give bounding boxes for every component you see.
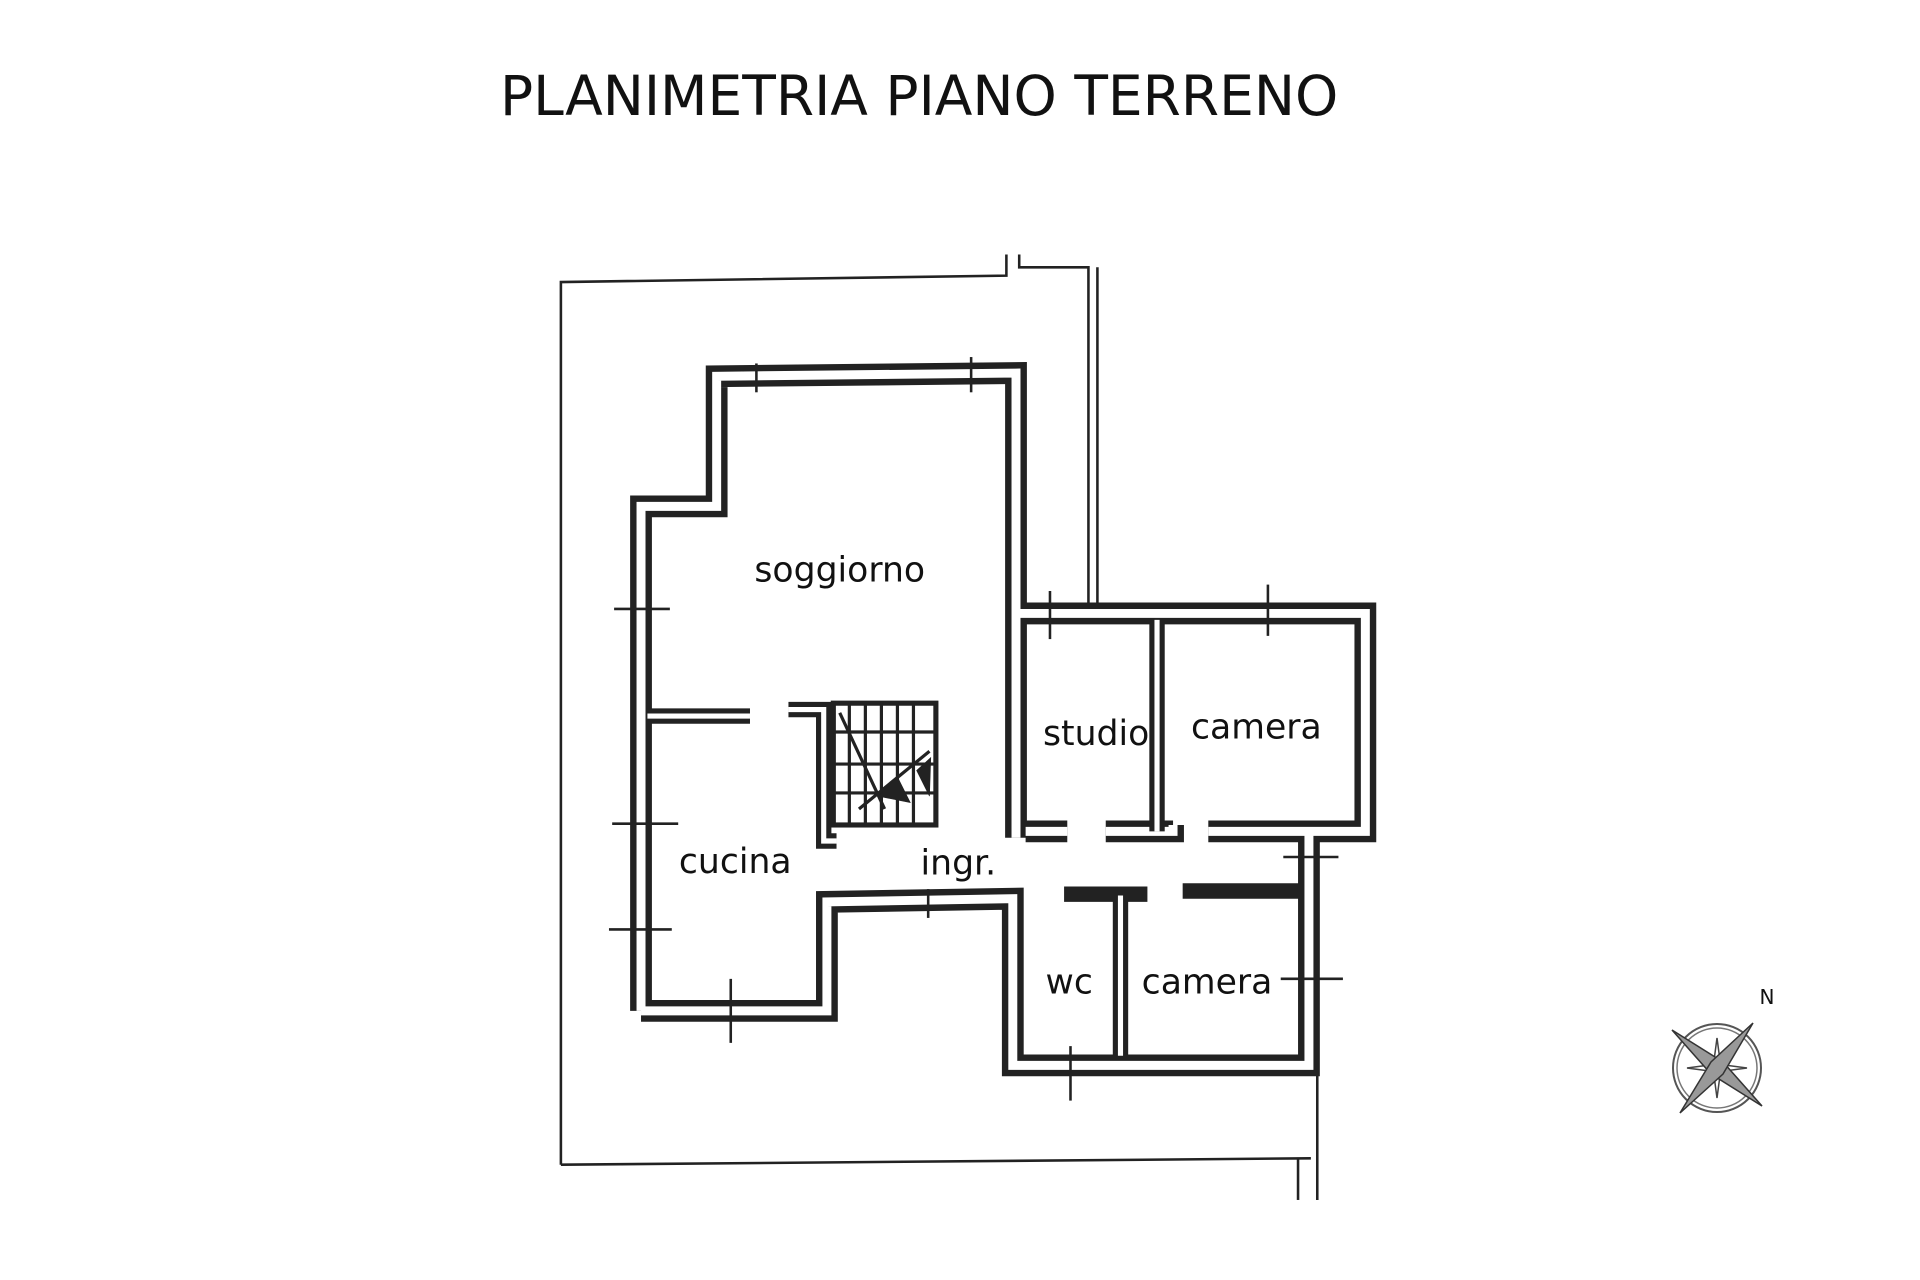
compass-rose-icon (1671, 1022, 1763, 1114)
room-label-wc: wc (1046, 963, 1093, 1003)
room-label-camera-1: camera (1191, 707, 1322, 747)
exterior-walls (630, 362, 1377, 1077)
page-title: PLANIMETRIA PIANO TERRENO (500, 64, 1339, 128)
room-label-studio: studio (1043, 714, 1149, 754)
staircase (830, 700, 939, 828)
room-label-cucina: cucina (679, 842, 792, 882)
lot-boundary (559, 254, 1319, 1200)
interior-walls (647, 619, 1302, 1056)
window-marks (608, 357, 1343, 1101)
room-label-soggiorno: soggiorno (754, 550, 925, 590)
room-label-ingresso: ingr. (921, 843, 997, 883)
room-label-camera-2: camera (1142, 963, 1273, 1003)
compass-north-label: N (1760, 985, 1775, 1009)
